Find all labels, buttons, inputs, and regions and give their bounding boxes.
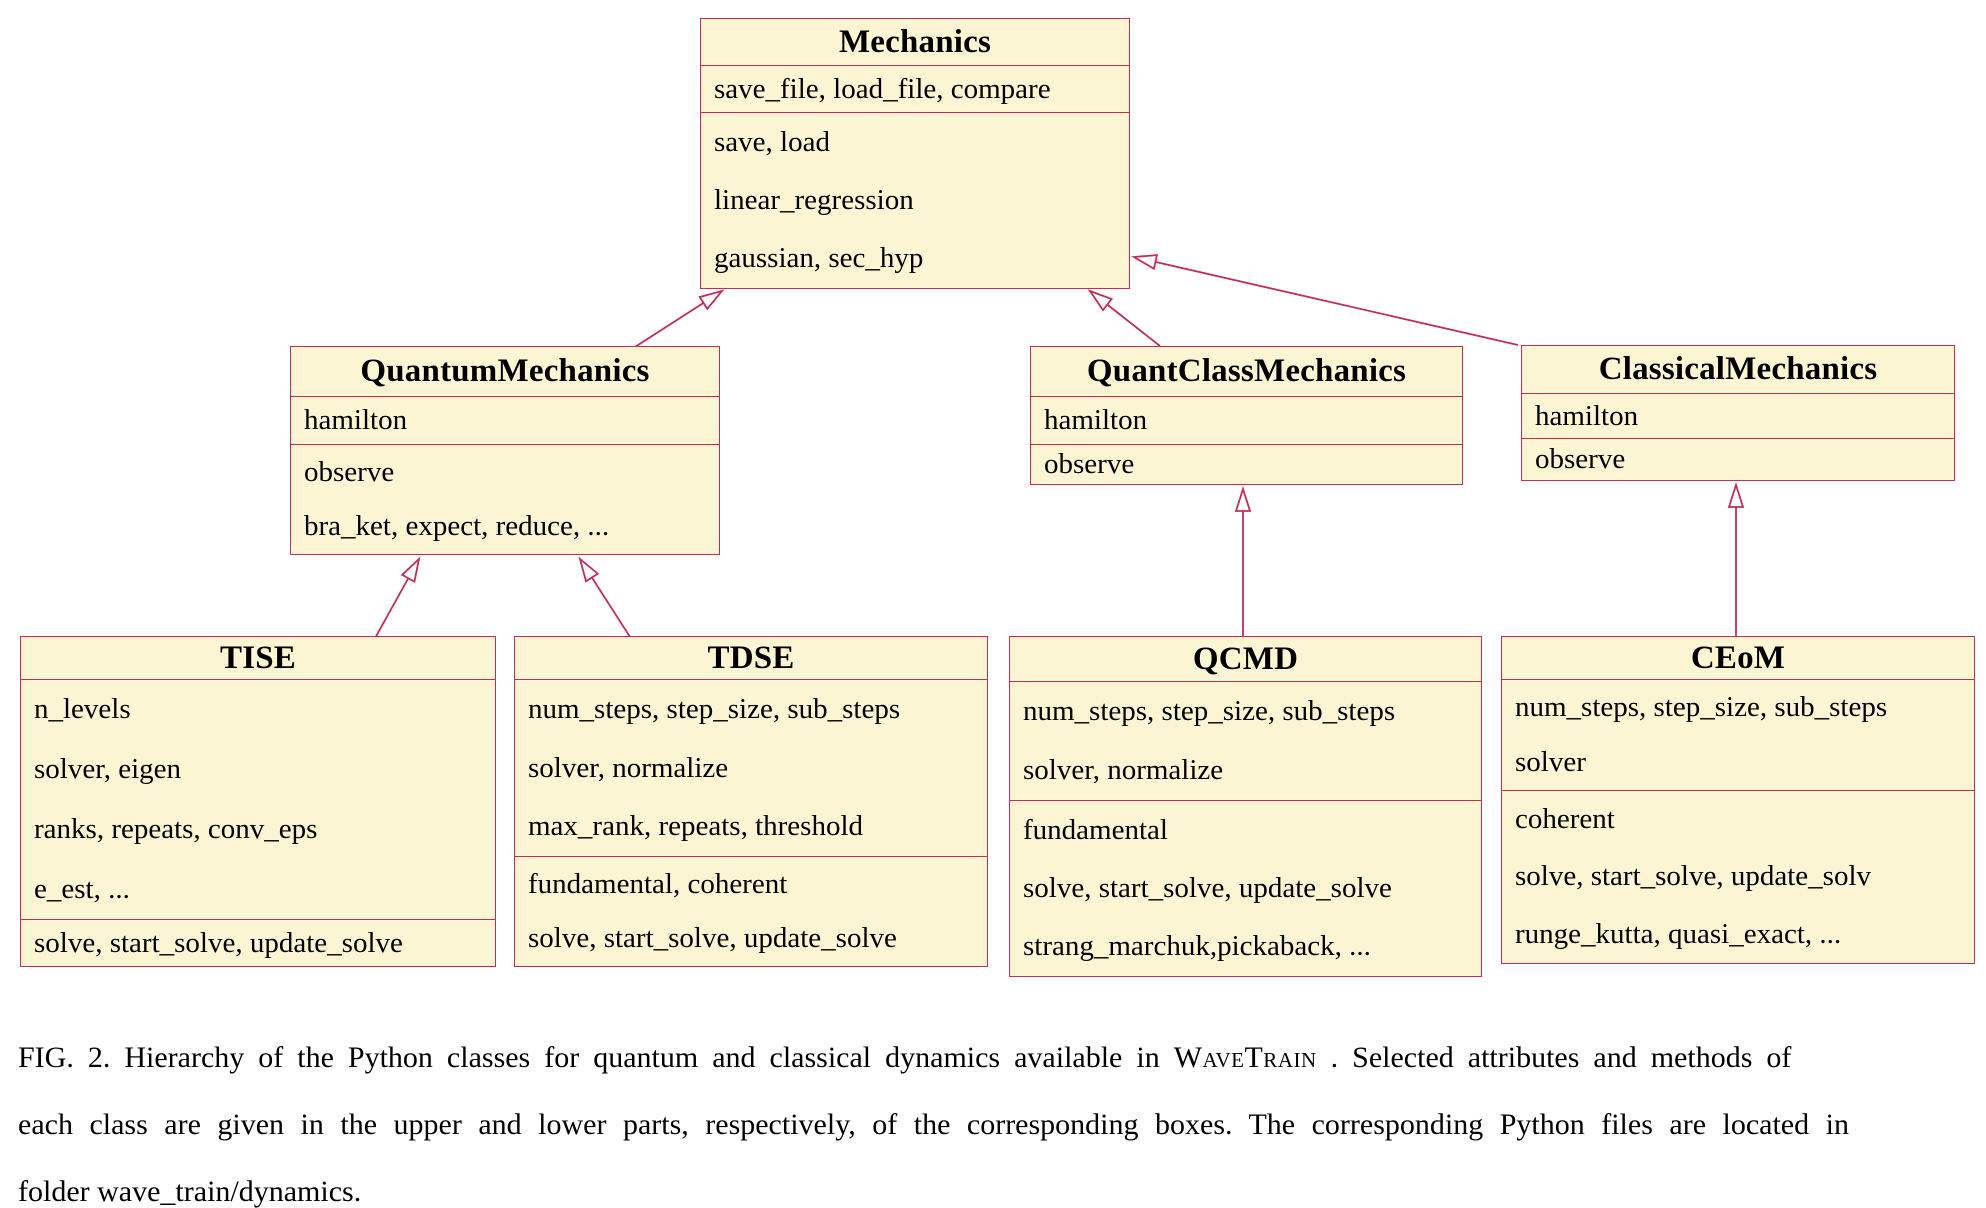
method-row: fundamental: [1023, 813, 1168, 846]
class-box-qcmd: QCMD num_steps, step_size, sub_steps sol…: [1009, 636, 1482, 977]
class-title-quantclassmechanics: QuantClassMechanics: [1086, 353, 1407, 389]
method-row: fundamental, coherent: [528, 867, 788, 900]
methods-compartment-ceom: coherent solve, start_solve, update_solv…: [1502, 790, 1974, 963]
method-row: solve, start_solve, update_solv: [1515, 860, 1872, 893]
figure-caption: FIG. 2. Hierarchy of the Python classes …: [18, 1024, 1970, 1208]
methods-compartment-qcmd: fundamental solve, start_solve, update_s…: [1010, 800, 1481, 976]
attribute-row: hamilton: [1044, 404, 1148, 436]
attribute-row: solver, eigen: [34, 753, 182, 786]
attributes-compartment-mechanics: save_file, load_file, compare: [701, 65, 1129, 112]
attributes-compartment-tise: n_levels solver, eigen ranks, repeats, c…: [21, 679, 495, 919]
caption-line-1-pre: FIG. 2. Hierarchy of the Python classes …: [18, 1041, 1174, 1074]
methods-compartment-quantclassmechanics: observe: [1031, 444, 1462, 484]
methods-compartment-tdse: fundamental, coherent solve, start_solve…: [515, 856, 987, 966]
attribute-row: n_levels: [34, 693, 131, 726]
method-row: gaussian, sec_hyp: [714, 242, 924, 275]
class-title-ceom: CEoM: [1690, 639, 1786, 676]
arrow-quantclassmechanics-to-mechanics: [1087, 289, 1161, 347]
method-row: observe: [304, 455, 395, 488]
attribute-row: solver, normalize: [528, 751, 729, 784]
method-row: solve, start_solve, update_solve: [1023, 871, 1392, 904]
method-row: solve, start_solve, update_solve: [528, 922, 897, 955]
class-box-classicalmechanics: ClassicalMechanics hamilton observe: [1521, 345, 1955, 481]
attributes-compartment-quantclassmechanics: hamilton: [1031, 396, 1462, 444]
class-title-tise: TISE: [219, 639, 297, 676]
methods-compartment-mechanics: save, load linear_regression gaussian, s…: [701, 112, 1129, 288]
arrow-classicalmechanics-to-mechanics: [1131, 254, 1519, 346]
attributes-compartment-classicalmechanics: hamilton: [1522, 393, 1954, 438]
method-row: bra_ket, expect, reduce, ...: [304, 510, 610, 543]
attribute-row: e_est, ...: [34, 872, 130, 905]
attribute-row: save_file, load_file, compare: [714, 72, 1051, 105]
arrow-tdse-to-quantummechanics: [578, 556, 633, 641]
attribute-row: ranks, repeats, conv_eps: [34, 812, 318, 845]
caption-line-1: FIG. 2. Hierarchy of the Python classes …: [18, 1024, 1970, 1091]
attributes-compartment-quantummechanics: hamilton: [291, 396, 719, 444]
attributes-compartment-ceom: num_steps, step_size, sub_steps solver: [1502, 679, 1974, 790]
methods-compartment-quantummechanics: observe bra_ket, expect, reduce, ...: [291, 444, 719, 554]
attribute-row: solver, normalize: [1023, 754, 1224, 786]
class-title-classicalmechanics: ClassicalMechanics: [1598, 351, 1878, 387]
caption-line-2: each class are given in the upper and lo…: [18, 1108, 1849, 1141]
method-row: runge_kutta, quasi_exact, ...: [1515, 917, 1842, 950]
class-box-tise: TISE n_levels solver, eigen ranks, repea…: [20, 636, 496, 967]
class-title-quantummechanics: QuantumMechanics: [360, 353, 650, 389]
arrow-tise-to-quantummechanics: [373, 556, 421, 641]
attribute-row: hamilton: [304, 404, 408, 436]
attribute-row: solver: [1515, 746, 1586, 778]
method-row: solve, start_solve, update_solve: [34, 926, 403, 959]
attributes-compartment-qcmd: num_steps, step_size, sub_steps solver, …: [1010, 681, 1481, 800]
arrow-quantummechanics-to-mechanics: [634, 289, 725, 348]
methods-compartment-tise: solve, start_solve, update_solve: [21, 919, 495, 966]
class-title-mechanics: Mechanics: [838, 23, 992, 60]
class-box-quantummechanics: QuantumMechanics hamilton observe bra_ke…: [290, 346, 720, 555]
method-row: strang_marchuk,pickaback, ...: [1023, 930, 1371, 963]
wavetrain-brand: WaveTrain: [1173, 1041, 1317, 1074]
class-box-mechanics: Mechanics save_file, load_file, compare …: [700, 18, 1130, 289]
method-row: coherent: [1515, 803, 1615, 836]
attribute-row: num_steps, step_size, sub_steps: [1023, 695, 1396, 727]
method-row: observe: [1044, 448, 1135, 480]
method-row: save, load: [714, 125, 830, 158]
class-box-tdse: TDSE num_steps, step_size, sub_steps sol…: [514, 636, 988, 967]
method-row: observe: [1535, 443, 1626, 475]
method-row: linear_regression: [714, 183, 914, 216]
class-title-qcmd: QCMD: [1192, 640, 1299, 677]
class-box-quantclassmechanics: QuantClassMechanics hamilton observe: [1030, 346, 1463, 485]
class-title-tdse: TDSE: [707, 639, 795, 676]
caption-line-1-post: . Selected attributes and methods of: [1316, 1041, 1792, 1074]
attribute-row: hamilton: [1535, 399, 1639, 432]
attribute-row: num_steps, step_size, sub_steps: [528, 692, 901, 725]
methods-compartment-classicalmechanics: observe: [1522, 438, 1954, 480]
class-box-ceom: CEoM num_steps, step_size, sub_steps sol…: [1501, 636, 1975, 964]
attributes-compartment-tdse: num_steps, step_size, sub_steps solver, …: [515, 679, 987, 856]
caption-line-3: folder wave_train/dynamics.: [18, 1175, 362, 1208]
attribute-row: max_rank, repeats, threshold: [528, 810, 864, 843]
attribute-row: num_steps, step_size, sub_steps: [1515, 691, 1888, 723]
